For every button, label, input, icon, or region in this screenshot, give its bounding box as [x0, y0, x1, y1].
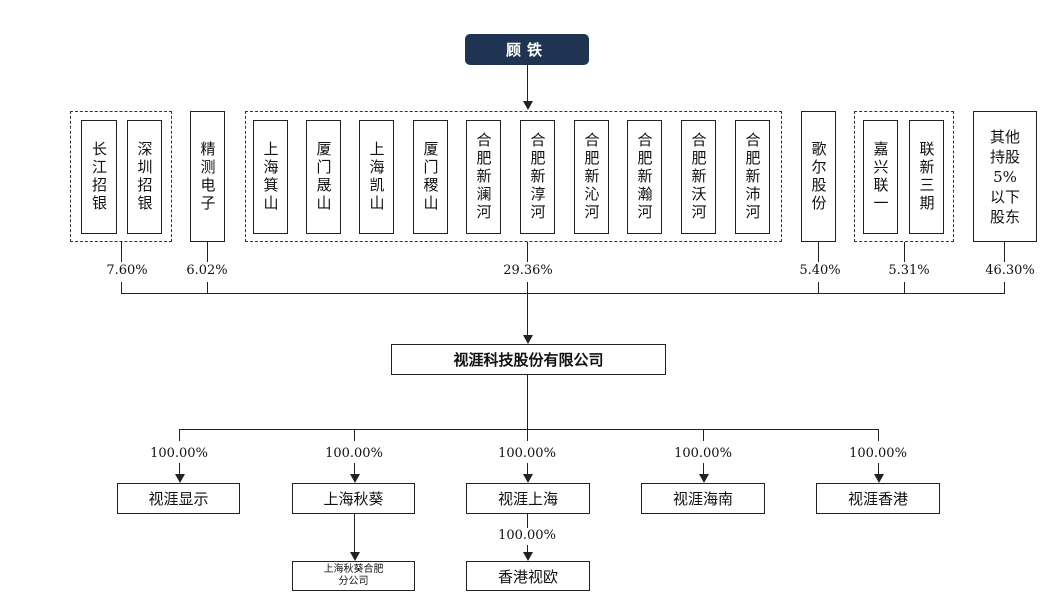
arrow-head [523, 474, 533, 483]
connector [354, 429, 355, 441]
connector [527, 514, 528, 528]
shareholder-box: 合肥新瀚河 [627, 120, 662, 234]
connector [179, 429, 180, 441]
shareholder-box: 合肥新沛河 [735, 120, 770, 234]
connector [878, 429, 879, 441]
connector [179, 463, 180, 474]
percentage-label: 29.36% [503, 263, 553, 278]
percentage-label: 100.00% [674, 446, 732, 461]
shareholder-box: 歌尔股份 [801, 111, 836, 242]
connector [121, 293, 1005, 294]
connector [818, 282, 819, 293]
percentage-label: 5.31% [888, 263, 930, 278]
subsidiary-box: 视涯香港 [816, 483, 940, 514]
percentage-label: 100.00% [498, 446, 556, 461]
shareholder-box: 厦门晟山 [306, 120, 341, 234]
connector [818, 242, 819, 262]
shareholder-box: 合肥新淳河 [520, 120, 555, 234]
arrow-head [175, 474, 185, 483]
arrow-head [350, 474, 360, 483]
shareholder-box: 联新三期 [909, 120, 944, 234]
subsidiary-box: 视涯上海 [466, 483, 590, 514]
connector [527, 282, 528, 293]
percentage-label: 100.00% [498, 528, 556, 543]
connector [904, 282, 905, 293]
subsidiary-box: 视涯海南 [641, 483, 765, 514]
percentage-label: 5.40% [799, 263, 841, 278]
connector [179, 429, 879, 430]
connector [354, 463, 355, 474]
connector [207, 282, 208, 293]
percentage-label: 100.00% [849, 446, 907, 461]
subsidiary-box: 视涯显示 [117, 483, 240, 514]
connector [527, 429, 528, 441]
connector [703, 429, 704, 441]
shareholder-box: 合肥新沃河 [681, 120, 716, 234]
connector [527, 242, 528, 262]
company-box: 视涯科技股份有限公司 [391, 344, 666, 375]
connector [121, 242, 122, 262]
connector [527, 545, 528, 552]
shareholder-box: 长江招银 [81, 120, 117, 234]
shareholder-box: 上海凯山 [359, 120, 394, 234]
connector [354, 514, 355, 552]
shareholder-group-5 [854, 111, 954, 242]
percentage-label: 6.02% [186, 263, 228, 278]
percentage-label: 7.60% [106, 263, 148, 278]
controller-node: 顾铁 [465, 34, 589, 65]
connector [904, 242, 905, 262]
shareholder-group-1 [70, 111, 172, 242]
connector [121, 282, 122, 293]
shareholder-box: 合肥新沁河 [574, 120, 609, 234]
connector [207, 242, 208, 262]
shareholder-box: 上海箕山 [253, 120, 288, 234]
subsidiary-box: 香港视欧 [466, 561, 590, 591]
arrow-head [874, 474, 884, 483]
arrow-head [523, 335, 533, 344]
shareholder-box: 厦门稷山 [413, 120, 448, 234]
subsidiary-box: 上海秋葵 [292, 483, 415, 514]
percentage-label: 100.00% [150, 446, 208, 461]
arrow-head [523, 552, 533, 561]
connector [703, 463, 704, 474]
shareholder-group-3 [245, 111, 782, 242]
shareholder-box: 精测电子 [190, 111, 225, 242]
percentage-label: 100.00% [325, 446, 383, 461]
connector [527, 375, 528, 429]
percentage-label: 46.30% [985, 263, 1035, 278]
arrow-head [699, 474, 709, 483]
shareholder-box: 嘉兴联一 [863, 120, 898, 234]
connector [527, 65, 528, 102]
arrow-head [350, 552, 360, 561]
shareholder-box-others: 其他 持股 5% 以下 股东 [973, 111, 1037, 242]
connector [527, 293, 528, 335]
arrow-head [523, 101, 533, 110]
connector [878, 463, 879, 474]
connector [1004, 242, 1005, 262]
branch-office-box: 上海秋葵合肥 分公司 [292, 561, 415, 591]
connector [1004, 282, 1005, 293]
shareholder-box: 合肥新澜河 [466, 120, 501, 234]
connector [527, 463, 528, 474]
shareholder-box: 深圳招银 [127, 120, 162, 234]
